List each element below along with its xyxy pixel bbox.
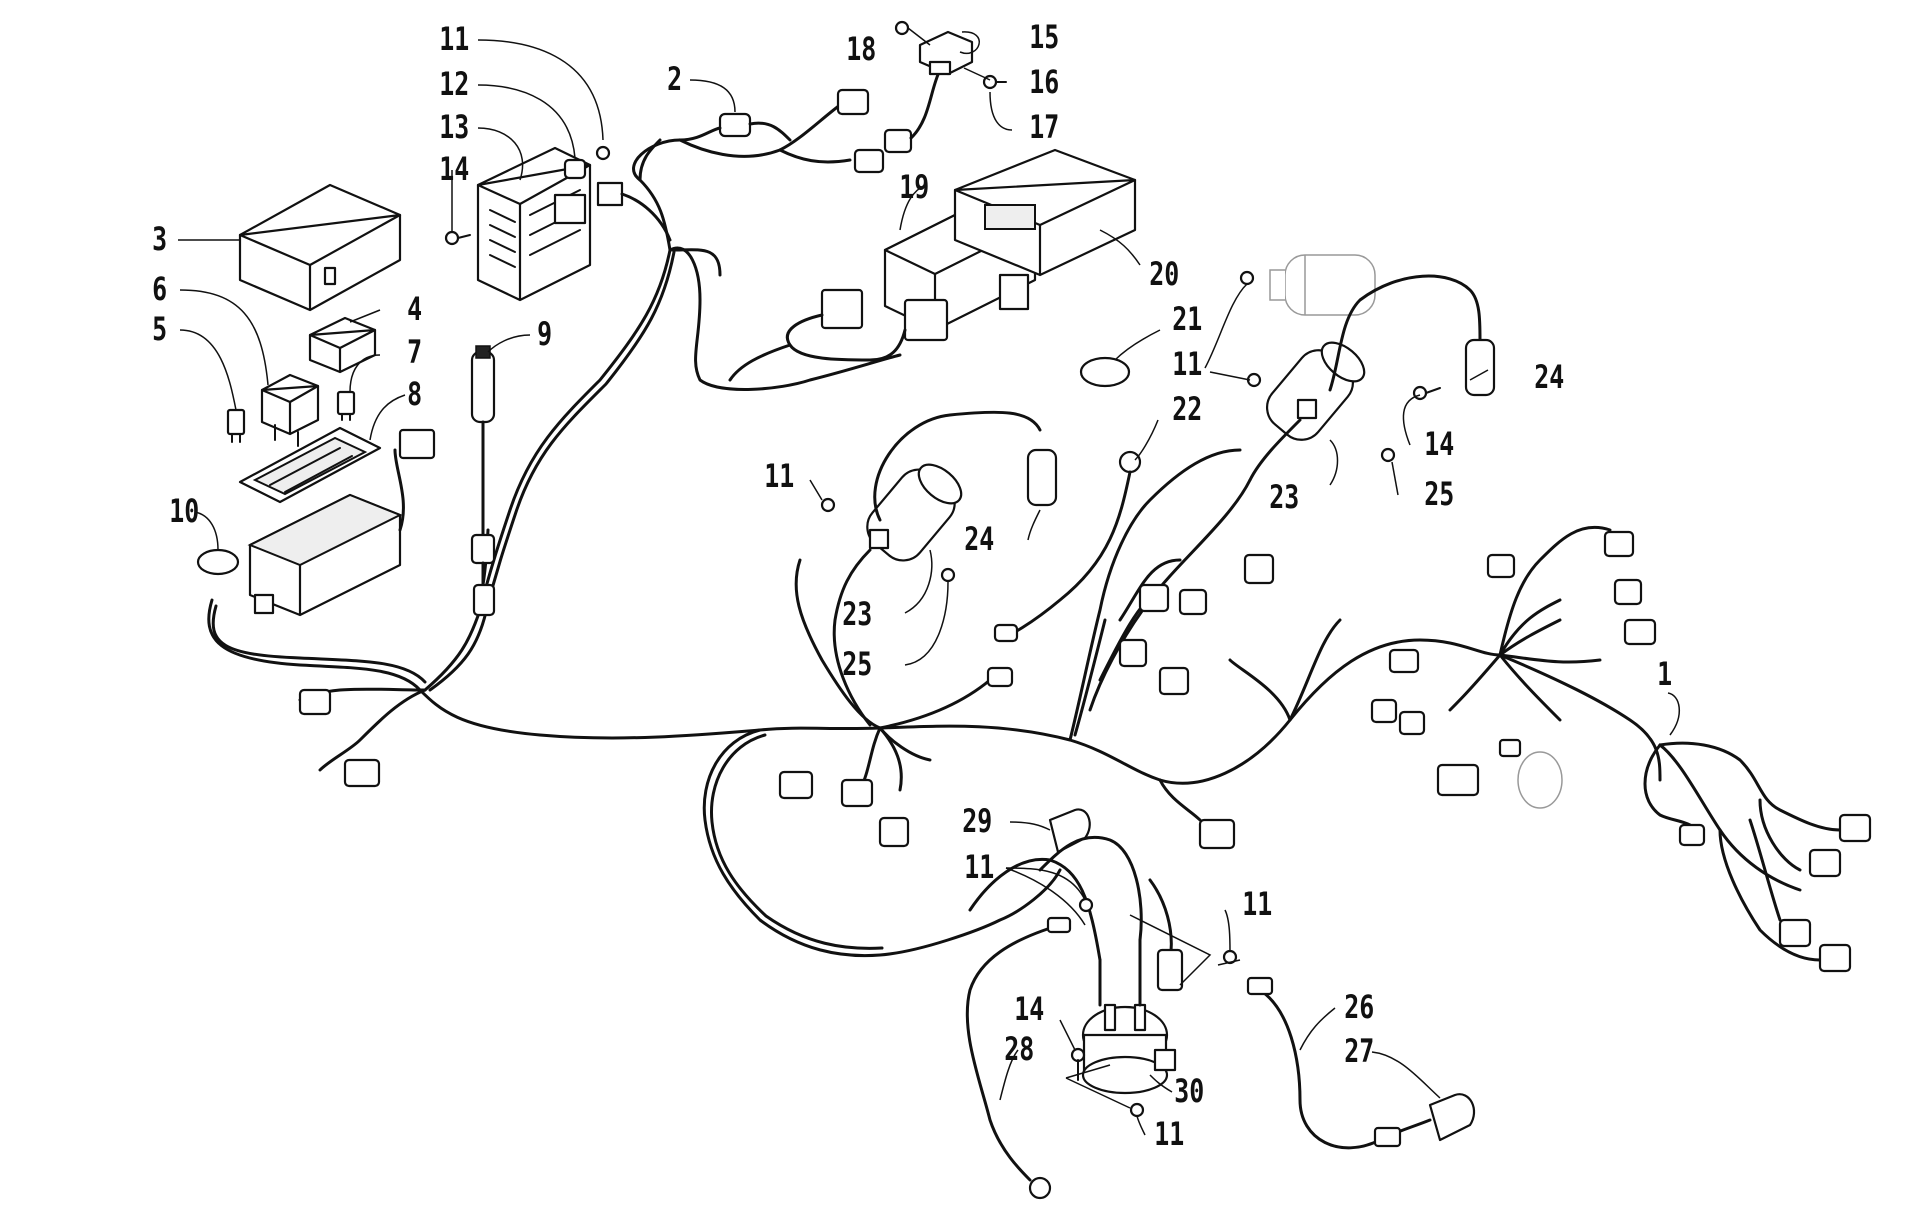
- ignition-coil-right: [1088, 274, 1496, 712]
- callout-1: 1: [1657, 655, 1672, 693]
- ecu-module-20: [953, 148, 1137, 277]
- callout-2: 2: [667, 60, 682, 98]
- callout-10: 10: [169, 492, 199, 530]
- callout-13: 13: [439, 108, 469, 146]
- clamp-21: [1079, 356, 1131, 388]
- callout-24-coil-left: 24: [964, 520, 994, 558]
- callout-20: 20: [1149, 255, 1179, 293]
- callout-25-coil-right: 25: [1424, 475, 1454, 513]
- callout-11-solenoid-top: 11: [964, 848, 994, 886]
- battery-cable-26: [1246, 976, 1432, 1150]
- callout-19: 19: [899, 168, 929, 206]
- callout-11-top: 11: [439, 20, 469, 58]
- sensor-lead: [470, 345, 496, 617]
- callout-9: 9: [537, 315, 552, 353]
- callout-11-cable: 11: [1242, 885, 1272, 923]
- callout-3: 3: [152, 220, 167, 258]
- callout-23-coil-left: 23: [842, 595, 872, 633]
- middle-connectors: [298, 553, 1275, 850]
- callout-25-coil-left: 25: [842, 645, 872, 683]
- main-wiring-harness: [207, 138, 1842, 962]
- callout-8: 8: [407, 375, 422, 413]
- starter-solenoid-30: [1081, 1003, 1177, 1095]
- solenoid-leads: [968, 835, 1241, 1118]
- nut-11-coil-right: [1239, 270, 1262, 388]
- callout-23-coil-right: 23: [1269, 478, 1299, 516]
- sensor-15: [918, 30, 974, 76]
- callout-18: 18: [846, 30, 876, 68]
- callout-17: 17: [1029, 108, 1059, 146]
- callout-leaders: [178, 27, 1680, 1136]
- callout-14-coil-right: 14: [1424, 425, 1454, 463]
- relay: [308, 316, 377, 374]
- callout-16: 16: [1029, 63, 1059, 101]
- callout-24-coil-right: 24: [1534, 358, 1564, 396]
- voltage-regulator: [476, 146, 672, 302]
- ground-lead-22: [993, 450, 1142, 643]
- callout-12: 12: [439, 65, 469, 103]
- fuse-panel-board: [238, 426, 382, 504]
- callout-14-solenoid: 14: [1014, 990, 1044, 1028]
- right-connectors: [1370, 530, 1872, 973]
- callout-11-bottom: 11: [1154, 1115, 1184, 1153]
- ignition-coil-left: [832, 410, 1058, 727]
- callout-7: 7: [407, 333, 422, 371]
- battery-cable-28: [965, 916, 1072, 1200]
- hardware-screw-14-top: [444, 230, 471, 246]
- callout-26: 26: [1344, 988, 1374, 1026]
- hardware-nut-12: [563, 158, 587, 180]
- callout-15: 15: [1029, 18, 1059, 56]
- nut-18: [894, 20, 910, 36]
- cable-clamp-10: [196, 548, 240, 576]
- callout-5: 5: [152, 310, 167, 348]
- fuse-block: [247, 428, 436, 617]
- callout-28: 28: [1004, 1030, 1034, 1068]
- callout-11-coil-right: 11: [1172, 345, 1202, 383]
- harness-top-connectors: [678, 68, 942, 174]
- screw-25-coil-left: [940, 567, 956, 583]
- callout-21: 21: [1172, 300, 1202, 338]
- callout-6: 6: [152, 270, 167, 308]
- terminal-cap-27: [1428, 1093, 1476, 1142]
- relay-with-pins: [260, 373, 320, 447]
- nut-11-coil-left: [820, 497, 836, 513]
- hardware-nut-11-top: [595, 145, 611, 161]
- callout-29: 29: [962, 802, 992, 840]
- callout-11-coil-left: 11: [764, 457, 794, 495]
- screw-16: [982, 74, 1007, 90]
- blade-fuse-5: [226, 408, 246, 443]
- starter-motor-outline: [1269, 254, 1376, 316]
- callout-4: 4: [407, 290, 422, 328]
- callout-27: 27: [1344, 1032, 1374, 1070]
- blade-fuse-7: [336, 390, 356, 421]
- screw-25-coil-right: [1380, 447, 1396, 463]
- ecu-connectors: [728, 288, 949, 382]
- callout-14-top: 14: [439, 150, 469, 188]
- callout-labels: 1 2 3 4 5 6 7 8 9 10 11 11 11 11 11 11 1…: [152, 18, 1672, 1153]
- connector-2: [678, 112, 792, 142]
- screw-14-coil-right: [1412, 385, 1441, 401]
- callout-22: 22: [1172, 390, 1202, 428]
- callout-30: 30: [1174, 1072, 1204, 1110]
- fuse-box-cover: [238, 183, 402, 312]
